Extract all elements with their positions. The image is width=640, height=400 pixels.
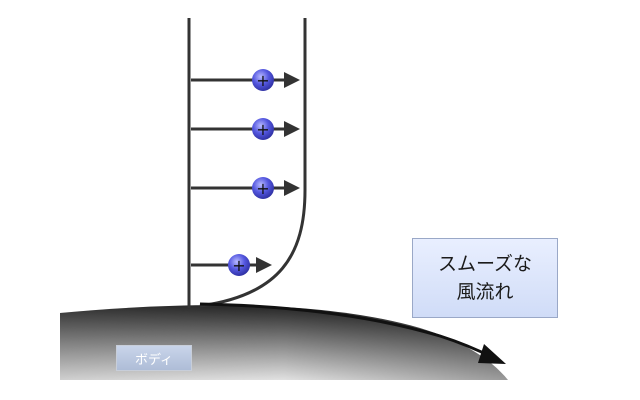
velocity-arrow-4 xyxy=(191,257,272,273)
particle-plus-2: + xyxy=(256,120,269,139)
particle-2: + xyxy=(252,118,274,140)
body-label: ボディ xyxy=(116,345,192,371)
particle-plus-4: + xyxy=(232,256,245,275)
smooth-airflow-callout: スムーズな 風流れ xyxy=(412,238,558,318)
particle-plus-3: + xyxy=(256,179,269,198)
particle-plus-1: + xyxy=(256,71,269,90)
velocity-arrow-2 xyxy=(191,121,300,137)
airflow-arrow xyxy=(199,302,495,360)
velocity-arrow-3 xyxy=(191,180,300,196)
particle-1: + xyxy=(252,69,274,91)
airflow-arrowhead xyxy=(478,344,506,364)
velocity-arrow-1 xyxy=(191,72,300,88)
particle-4: + xyxy=(228,254,250,276)
particle-3: + xyxy=(252,177,274,199)
callout-line-2: 風流れ xyxy=(456,281,514,303)
velocity-profile-curve xyxy=(199,18,307,308)
callout-line-1: スムーズな xyxy=(437,253,533,275)
